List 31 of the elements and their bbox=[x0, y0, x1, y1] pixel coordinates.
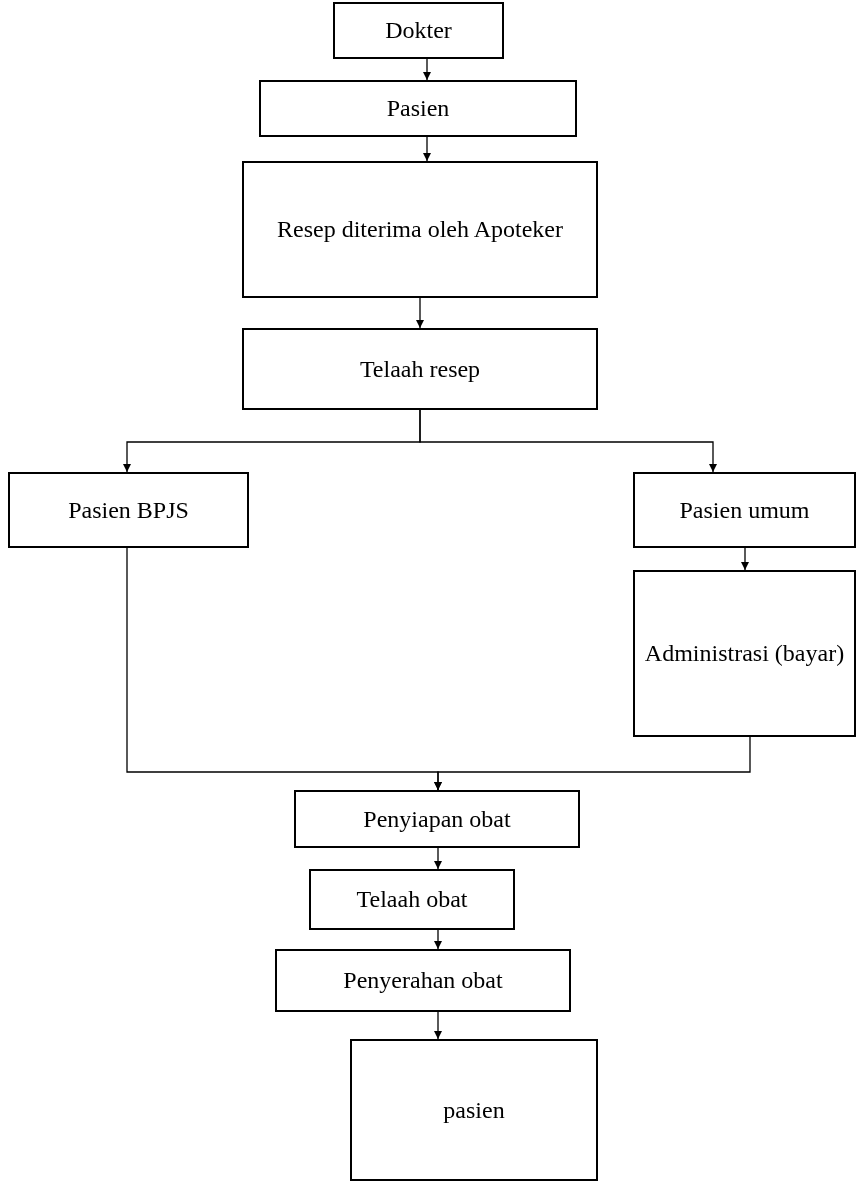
arrow bbox=[434, 1011, 442, 1040]
process-box bbox=[333, 2, 504, 59]
process-box bbox=[350, 1039, 598, 1181]
process-box bbox=[242, 161, 598, 298]
arrow bbox=[434, 736, 751, 791]
process-box bbox=[309, 869, 515, 930]
process-box bbox=[8, 472, 249, 548]
process-box bbox=[275, 949, 571, 1012]
process-box bbox=[633, 570, 856, 737]
box-label: Telaah obat bbox=[356, 885, 468, 914]
arrow bbox=[423, 136, 431, 162]
process-box bbox=[633, 472, 856, 548]
process-box bbox=[259, 80, 577, 137]
box-label: Pasien bbox=[386, 94, 450, 123]
box-label: pasien bbox=[443, 1095, 505, 1125]
arrow bbox=[416, 297, 424, 329]
box-label: Dokter bbox=[385, 16, 452, 45]
box-label: Pasien BPJS bbox=[68, 495, 189, 525]
arrow bbox=[434, 847, 442, 870]
box-label: Telaah resep bbox=[359, 354, 481, 384]
arrow bbox=[423, 58, 431, 81]
box-label: Resep diterima oleh Apoteker bbox=[277, 215, 563, 245]
box-label: Administrasi (bayar) bbox=[644, 639, 845, 669]
process-box bbox=[294, 790, 580, 848]
arrow bbox=[419, 409, 717, 473]
box-label: Penyerahan obat bbox=[343, 966, 503, 995]
process-box bbox=[242, 328, 598, 410]
arrow bbox=[741, 547, 749, 571]
box-label: Penyiapan obat bbox=[363, 804, 511, 834]
arrow bbox=[434, 929, 442, 950]
box-label: Pasien umum bbox=[679, 495, 810, 525]
